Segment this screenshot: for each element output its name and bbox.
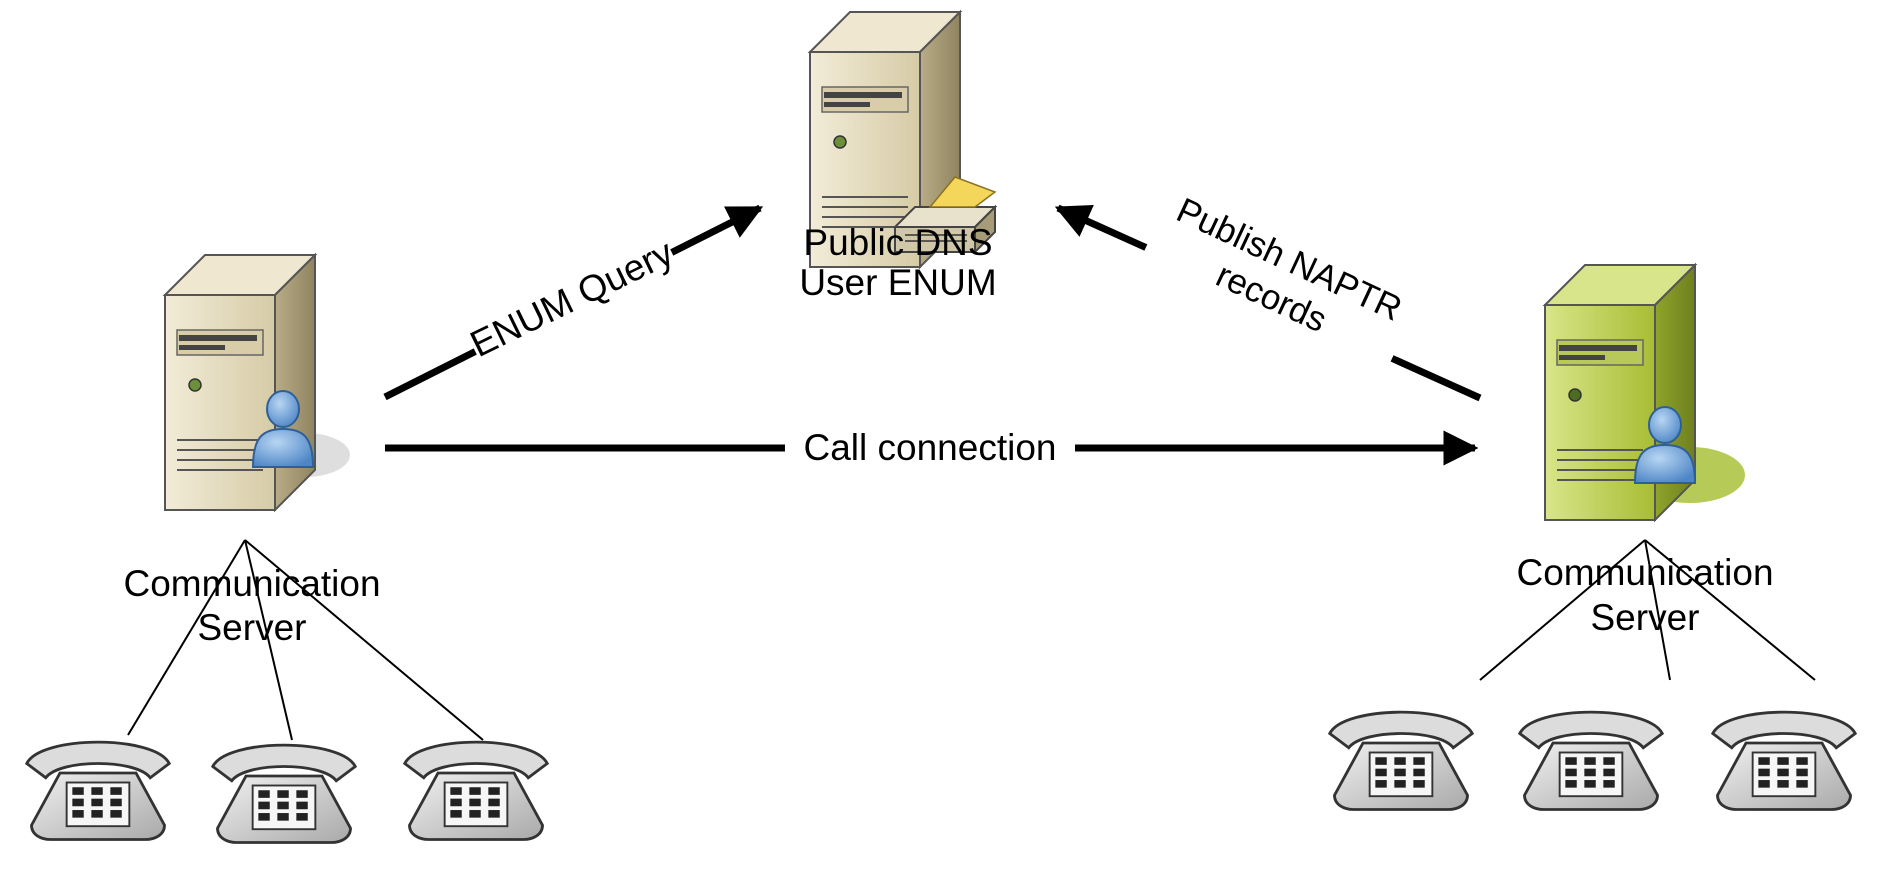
telephone-icon xyxy=(1518,710,1664,811)
telephone-icon xyxy=(25,740,171,841)
enum-query-label: ENUM Query xyxy=(464,231,680,365)
left-phone-links xyxy=(127,539,484,741)
right-server-label-line2: Server xyxy=(1591,597,1700,638)
telephone-icon xyxy=(1711,710,1857,811)
right-server-label-line1: Communication xyxy=(1516,552,1773,593)
printer-icon xyxy=(892,176,998,255)
left-server xyxy=(164,254,350,511)
telephone-icon xyxy=(403,740,549,841)
right-phone-links xyxy=(1479,539,1816,681)
telephone-icon xyxy=(211,743,357,844)
dns-server-label-line1: Public DNS xyxy=(803,222,992,263)
call-connection-label: Call connection xyxy=(804,427,1057,468)
right-server xyxy=(1544,264,1745,521)
telephone-icon xyxy=(1328,710,1474,811)
dns-server-label-line2: User ENUM xyxy=(799,262,996,303)
left-server-label-line2: Server xyxy=(198,607,307,648)
dns-server xyxy=(809,11,998,268)
